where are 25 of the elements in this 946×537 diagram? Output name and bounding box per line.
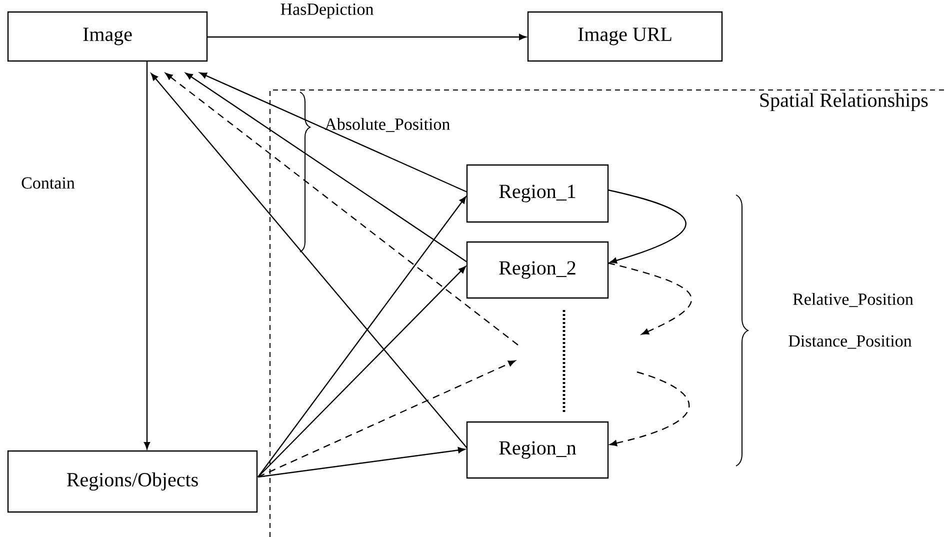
box: Image [7,11,208,62]
area-heading: Spatial Relationships [760,92,928,112]
arrow [150,73,468,448]
arrow [258,447,466,478]
box: Region_1 [466,164,609,223]
box: Regions/Objects [7,450,258,513]
edge-label: HasDepiction [280,4,374,18]
brace-label: Distance_Position [788,335,912,349]
arrow [207,34,526,40]
box: Region_2 [466,241,609,299]
box: Region_n [466,421,609,479]
arrow [200,72,468,193]
arrow [610,371,690,446]
edge-label: Contain [22,177,75,189]
arrow [165,72,518,346]
arrow [608,189,686,264]
arrow [608,262,692,335]
arrow [144,61,150,450]
box: Image URL [527,11,723,62]
arrow [258,266,466,478]
arrow [258,196,466,478]
arrow [185,72,468,262]
arrow [258,360,516,478]
brace-label: Relative_Position [793,293,914,307]
brace-label: Absolute_Position [324,118,450,132]
